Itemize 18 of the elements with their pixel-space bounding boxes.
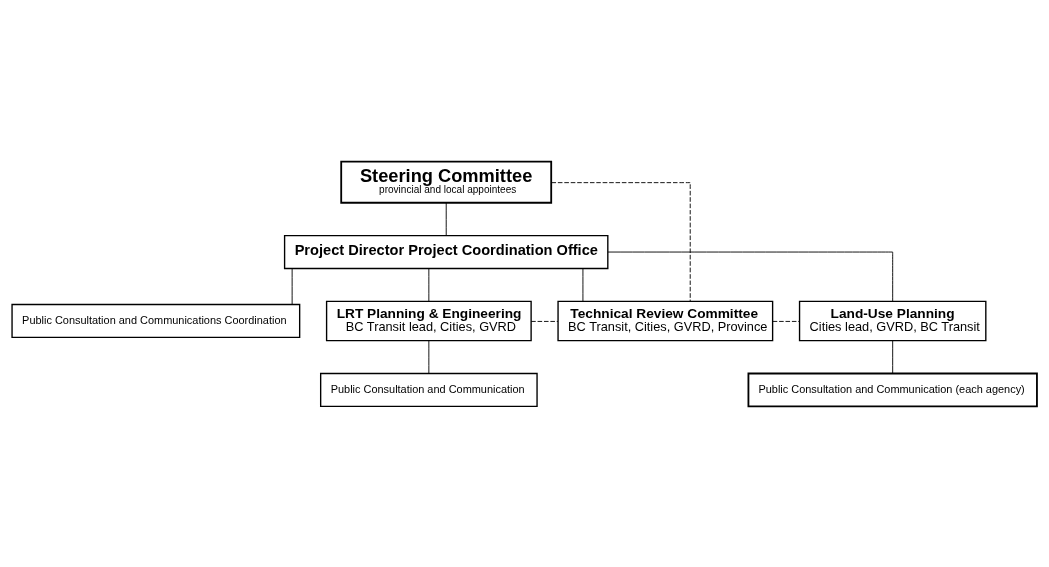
connector	[428, 339, 430, 373]
connector	[582, 267, 584, 302]
node-box: Project Director Project Coordination Office	[283, 234, 609, 269]
node-box: Public Consultation and Communication (each agency)	[747, 372, 1038, 407]
connector	[892, 339, 894, 373]
connector	[291, 267, 293, 305]
node-box: Technical Review Committee BC Transit, Cities, GVRD, Province	[557, 300, 774, 341]
node-box: LRT Planning & Engineering BC Transit lead, Cities, GVRD	[325, 300, 532, 341]
connector	[428, 267, 430, 302]
connector	[551, 181, 691, 302]
node-box: Steering Committee provincial and local appointees	[340, 160, 553, 204]
connector	[445, 201, 447, 236]
node-box: Public Consultation and Communications Coordination	[11, 303, 301, 338]
connector	[607, 251, 894, 301]
node-box: Land-Use Planning Cities lead, GVRD, BC Transit	[798, 300, 987, 341]
node-box: Public Consultation and Communication	[319, 372, 538, 407]
connector	[772, 320, 800, 322]
connector	[530, 320, 559, 322]
